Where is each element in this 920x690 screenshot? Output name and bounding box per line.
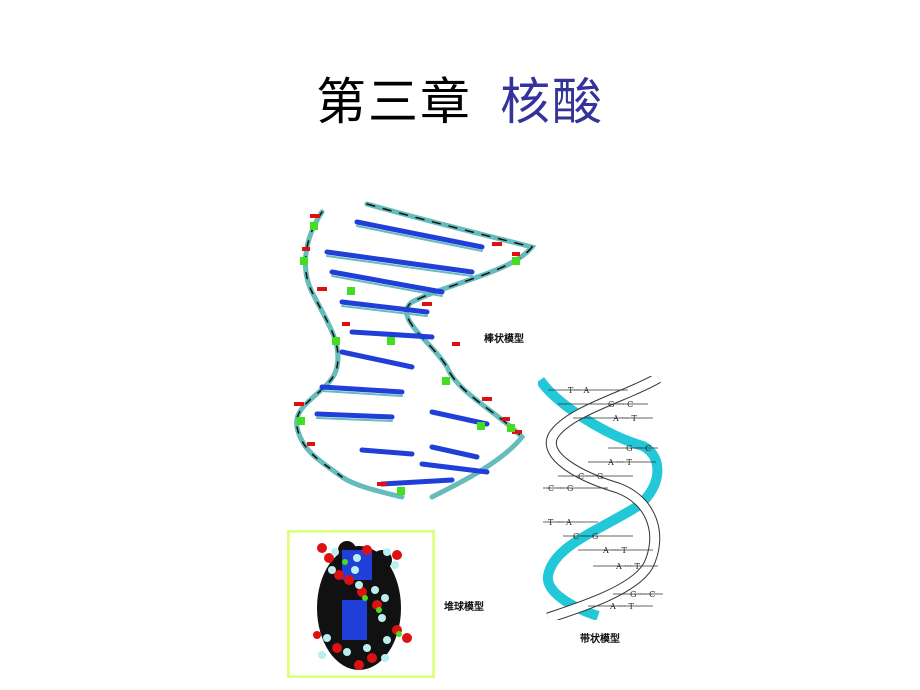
svg-text:C ··· G: C ··· G bbox=[578, 472, 603, 481]
title-chapter: 第三章 bbox=[316, 73, 472, 131]
svg-text:G ··· C: G ··· C bbox=[626, 444, 651, 453]
svg-text:A ··· T: A ··· T bbox=[602, 546, 627, 555]
space-filling-model-image bbox=[286, 529, 436, 679]
svg-text:A ··· T: A ··· T bbox=[609, 602, 634, 611]
stick-model-image bbox=[282, 192, 542, 512]
slide-title: 第三章核酸 bbox=[0, 70, 920, 134]
svg-text:T··· A: T··· A bbox=[568, 386, 590, 395]
title-subject: 核酸 bbox=[500, 73, 604, 131]
space-filling-model-caption: 堆球模型 bbox=[444, 602, 484, 613]
ribbon-model-caption: 带状模型 bbox=[580, 634, 620, 645]
svg-text:T ··· A: T ··· A bbox=[548, 518, 572, 527]
svg-text:G ··· C: G ··· C bbox=[608, 400, 633, 409]
svg-text:C ··· G: C ··· G bbox=[573, 532, 598, 541]
svg-text:A ··· T: A ··· T bbox=[607, 458, 632, 467]
ribbon-model-image: T··· A G ··· C A ··· T G ··· C A ··· T C… bbox=[535, 373, 670, 624]
base-pair-labels: T··· A G ··· C A ··· T G ··· C A ··· T C… bbox=[548, 386, 655, 611]
svg-text:A ··· T: A ··· T bbox=[615, 562, 640, 571]
stick-model-caption: 棒状模型 bbox=[484, 334, 524, 345]
svg-text:A ··· T: A ··· T bbox=[612, 414, 637, 423]
svg-text:C ··· G: C ··· G bbox=[548, 484, 573, 493]
svg-text:G ··· C: G ··· C bbox=[630, 590, 655, 599]
